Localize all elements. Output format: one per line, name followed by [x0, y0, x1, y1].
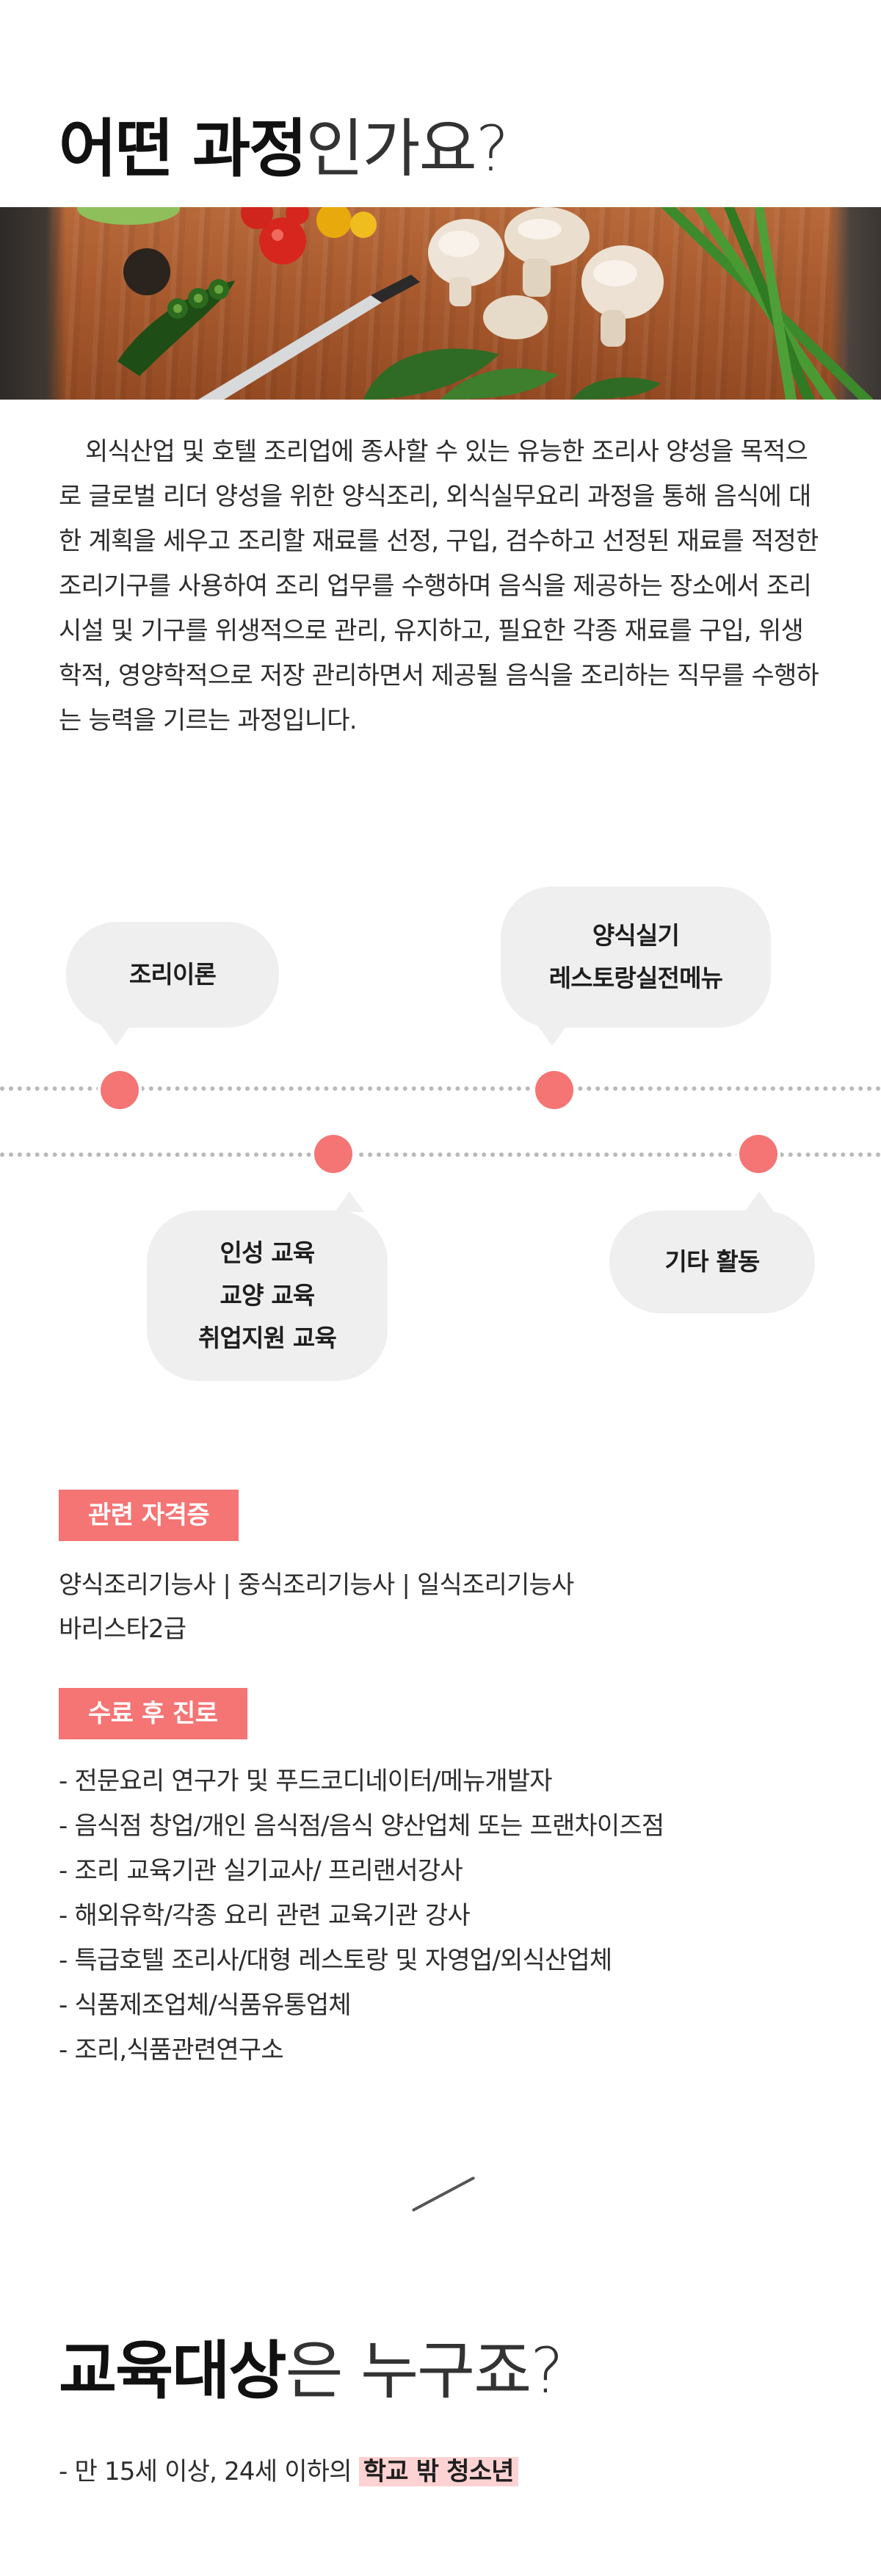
course-section-title: 어떤 과정인가요?: [59, 118, 509, 181]
bubble-tail: [335, 1191, 364, 1212]
timeline-node: [535, 1071, 573, 1109]
target-prefix: - 만 15세 이상, 24세 이하의: [59, 2457, 359, 2486]
bubble-line: 레스토랑실전메뉴: [548, 964, 723, 992]
bubble-line: 인성 교육: [220, 1238, 316, 1267]
timeline-bubble-other-activities: 기타 활동: [609, 1211, 815, 1313]
bubble-line: 교양 교육: [220, 1281, 316, 1310]
timeline-upper-line: [0, 1086, 881, 1091]
timeline-bubble-cooking-theory: 조리이론: [66, 922, 279, 1028]
career-item: - 특급호텔 조리사/대형 레스토랑 및 자영업/외식산업체: [59, 1946, 612, 1975]
target-highlight: 학교 밖 청소년: [358, 2457, 518, 2486]
course-description: 외식산업 및 호텔 조리업에 종사할 수 있는 유능한 조리사 양성을 목적으로…: [59, 437, 819, 735]
timeline-node: [101, 1071, 139, 1109]
careers-list: - 전문요리 연구가 및 푸드코디네이터/메뉴개발자 - 음식점 창업/개인 음…: [59, 1759, 830, 2073]
timeline-lower-line: [0, 1152, 881, 1157]
target-title-strong: 교육대상: [59, 2334, 286, 2408]
target-section-title: 교육대상은 누구죠?: [59, 2339, 564, 2403]
certificates-text: 양식조리기능사 | 중식조리기능사 | 일식조리기능사 바리스타2급: [59, 1563, 830, 1651]
certificates-label: 관련 자격증: [59, 1490, 239, 1541]
target-description: - 만 15세 이상, 24세 이하의 학교 밖 청소년: [59, 2450, 518, 2494]
bubble-line: 조리이론: [128, 960, 217, 989]
course-title-strong: 어떤 과정: [59, 112, 307, 186]
career-item: - 전문요리 연구가 및 푸드코디네이터/메뉴개발자: [59, 1767, 553, 1796]
section-divider-slash: [411, 2176, 476, 2212]
career-item: - 조리 교육기관 실기교사/ 프리랜서강사: [59, 1856, 463, 1886]
career-item: - 조리,식품관련연구소: [59, 2035, 284, 2065]
timeline-bubble-western-practice: 양식실기 레스토랑실전메뉴: [501, 887, 771, 1028]
career-item: - 음식점 창업/개인 음식점/음식 양산업체 또는 프랜차이즈점: [59, 1811, 664, 1841]
timeline-bubble-character-education: 인성 교육 교양 교육 취업지원 교육: [147, 1211, 388, 1381]
target-title-light: 은 누구죠?: [285, 2334, 563, 2408]
career-item: - 식품제조업체/식품유통업체: [59, 1991, 352, 2020]
ingredients-illustration: [77, 207, 874, 400]
bubble-line: 취업지원 교육: [197, 1324, 337, 1352]
bubble-tail: [744, 1191, 774, 1212]
bubble-tail: [101, 1025, 131, 1046]
course-title-light: 인가요?: [305, 112, 509, 186]
countertop-left: [0, 207, 66, 400]
bubble-line: 기타 활동: [664, 1247, 761, 1276]
bubble-line: 양식실기: [592, 921, 680, 950]
timeline-node: [739, 1135, 777, 1173]
cooking-banner-image: [0, 207, 881, 400]
certificates-line: 양식조리기능사 | 중식조리기능사 | 일식조리기능사: [59, 1570, 574, 1600]
careers-label: 수료 후 진로: [59, 1688, 247, 1739]
career-item: - 해외유학/각종 요리 관련 교육기관 강사: [59, 1901, 471, 1930]
certificates-line: 바리스타2급: [59, 1614, 186, 1644]
bubble-tail: [537, 1025, 567, 1046]
timeline-node: [314, 1135, 352, 1173]
